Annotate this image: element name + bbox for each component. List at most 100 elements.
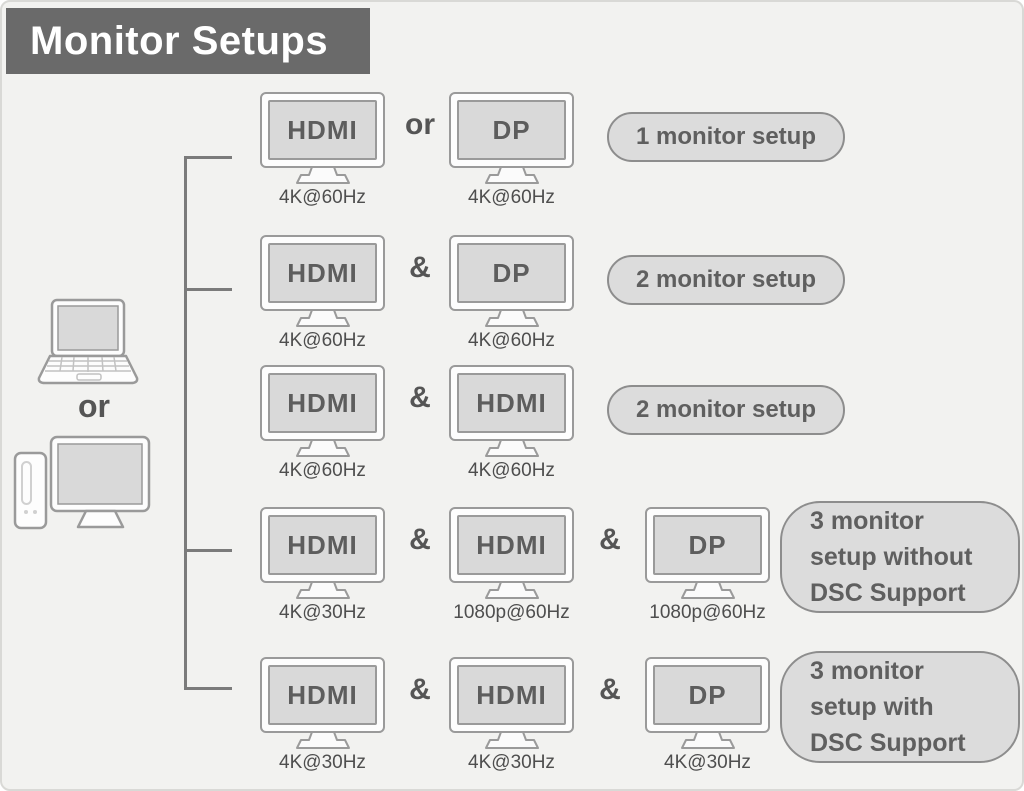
monitor-frame: HDMI xyxy=(260,507,385,583)
monitor-frame: HDMI xyxy=(260,657,385,733)
separator-label: & xyxy=(409,523,431,556)
setup-row-2: HDMI 4K@60Hz & DP 4K@60Hz 2 monitor setu… xyxy=(2,235,1022,365)
monitor-screen: HDMI xyxy=(268,243,377,303)
resolution-label: 4K@60Hz xyxy=(279,460,366,481)
monitor-icon: HDMI 1080p@60Hz xyxy=(449,507,574,623)
badge-line: 3 monitor xyxy=(810,657,924,685)
port-label: HDMI xyxy=(287,679,358,710)
port-label: DP xyxy=(492,114,531,145)
monitor-stand xyxy=(484,309,539,327)
setup-row-4: HDMI 4K@30Hz & HDMI 1080p@60Hz & DP xyxy=(2,501,1022,637)
page-title: Monitor Setups xyxy=(30,18,329,63)
resolution-label: 1080p@60Hz xyxy=(453,602,570,623)
setup-row-1: HDMI 4K@60Hz or DP 4K@60Hz 1 monitor set… xyxy=(2,92,1022,222)
resolution-label: 1080p@60Hz xyxy=(649,602,766,623)
resolution-label: 4K@30Hz xyxy=(468,752,555,773)
port-label: DP xyxy=(688,679,727,710)
monitor-icon: HDMI 4K@30Hz xyxy=(260,507,385,623)
port-label: DP xyxy=(492,257,531,288)
tree-branch-line-row1 xyxy=(185,156,232,159)
monitor-icon: HDMI 4K@30Hz xyxy=(449,657,574,773)
resolution-label: 4K@60Hz xyxy=(279,187,366,208)
port-label: HDMI xyxy=(287,257,358,288)
monitor-icon: HDMI 4K@30Hz xyxy=(260,657,385,773)
tree-branch-line-row2 xyxy=(185,288,232,291)
setup-badge: 1 monitor setup xyxy=(607,112,845,162)
badge-line: DSC Support xyxy=(810,729,966,757)
badge-line: setup with xyxy=(810,693,934,721)
monitor-frame: HDMI xyxy=(449,657,574,733)
monitor-icon: DP 4K@60Hz xyxy=(449,92,574,208)
monitor-screen: DP xyxy=(653,515,762,575)
port-label: HDMI xyxy=(287,114,358,145)
separator-label: or xyxy=(405,108,435,141)
separator-label: & xyxy=(409,251,431,284)
monitor-screen: HDMI xyxy=(268,100,377,160)
source-or-label: or xyxy=(78,388,110,424)
port-label: HDMI xyxy=(287,387,358,418)
badge-line: setup without xyxy=(810,543,973,571)
setup-badge: 2 monitor setup xyxy=(607,385,845,435)
port-label: HDMI xyxy=(476,387,547,418)
monitor-frame: DP xyxy=(449,92,574,168)
tree-branch-line-row4 xyxy=(185,549,232,552)
monitor-icon: HDMI 4K@60Hz xyxy=(449,365,574,481)
monitor-screen: DP xyxy=(457,243,566,303)
setup-row-3: HDMI 4K@60Hz & HDMI 4K@60Hz 2 monitor se… xyxy=(2,365,1022,495)
resolution-label: 4K@30Hz xyxy=(279,752,366,773)
port-label: HDMI xyxy=(476,679,547,710)
separator-label: & xyxy=(409,381,431,414)
monitor-frame: DP xyxy=(645,657,770,733)
monitor-stand xyxy=(680,581,735,599)
resolution-label: 4K@60Hz xyxy=(468,187,555,208)
resolution-label: 4K@60Hz xyxy=(468,460,555,481)
monitor-stand xyxy=(295,731,350,749)
monitor-frame: HDMI xyxy=(449,507,574,583)
badge-line: DSC Support xyxy=(810,579,966,607)
monitor-screen: HDMI xyxy=(268,515,377,575)
monitor-icon: HDMI 4K@60Hz xyxy=(260,92,385,208)
title-bar: Monitor Setups xyxy=(6,8,370,74)
monitor-stand xyxy=(680,731,735,749)
resolution-label: 4K@60Hz xyxy=(468,330,555,351)
separator-label: & xyxy=(599,523,621,556)
setup-badge: 3 monitor setup without DSC Support xyxy=(780,501,1020,613)
monitor-stand xyxy=(484,166,539,184)
monitor-screen: HDMI xyxy=(268,665,377,725)
separator-label: & xyxy=(599,673,621,706)
tree-trunk-line xyxy=(184,156,187,690)
monitor-frame: DP xyxy=(449,235,574,311)
monitor-stand xyxy=(484,439,539,457)
monitor-frame: DP xyxy=(645,507,770,583)
monitor-icon: HDMI 4K@60Hz xyxy=(260,235,385,351)
monitor-icon: DP 4K@60Hz xyxy=(449,235,574,351)
laptop-icon xyxy=(37,298,139,385)
setup-badge: 2 monitor setup xyxy=(607,255,845,305)
monitor-screen: HDMI xyxy=(457,373,566,433)
monitor-frame: HDMI xyxy=(260,235,385,311)
monitor-stand xyxy=(484,731,539,749)
monitor-icon: DP 1080p@60Hz xyxy=(645,507,770,623)
desktop-icon xyxy=(13,435,151,530)
monitor-stand xyxy=(484,581,539,599)
setup-badge: 3 monitor setup with DSC Support xyxy=(780,651,1020,763)
monitor-stand xyxy=(295,439,350,457)
monitor-screen: HDMI xyxy=(457,665,566,725)
monitor-frame: HDMI xyxy=(260,92,385,168)
monitor-screen: DP xyxy=(457,100,566,160)
monitor-stand xyxy=(295,166,350,184)
monitor-screen: DP xyxy=(653,665,762,725)
port-label: HDMI xyxy=(287,529,358,560)
monitor-frame: HDMI xyxy=(260,365,385,441)
separator-label: & xyxy=(409,673,431,706)
monitor-icon: HDMI 4K@60Hz xyxy=(260,365,385,481)
monitor-icon: DP 4K@30Hz xyxy=(645,657,770,773)
resolution-label: 4K@60Hz xyxy=(279,330,366,351)
badge-line: 3 monitor xyxy=(810,507,924,535)
port-label: HDMI xyxy=(476,529,547,560)
monitor-screen: HDMI xyxy=(457,515,566,575)
port-label: DP xyxy=(688,529,727,560)
monitor-frame: HDMI xyxy=(449,365,574,441)
setup-row-5: HDMI 4K@30Hz & HDMI 4K@30Hz & DP xyxy=(2,651,1022,787)
